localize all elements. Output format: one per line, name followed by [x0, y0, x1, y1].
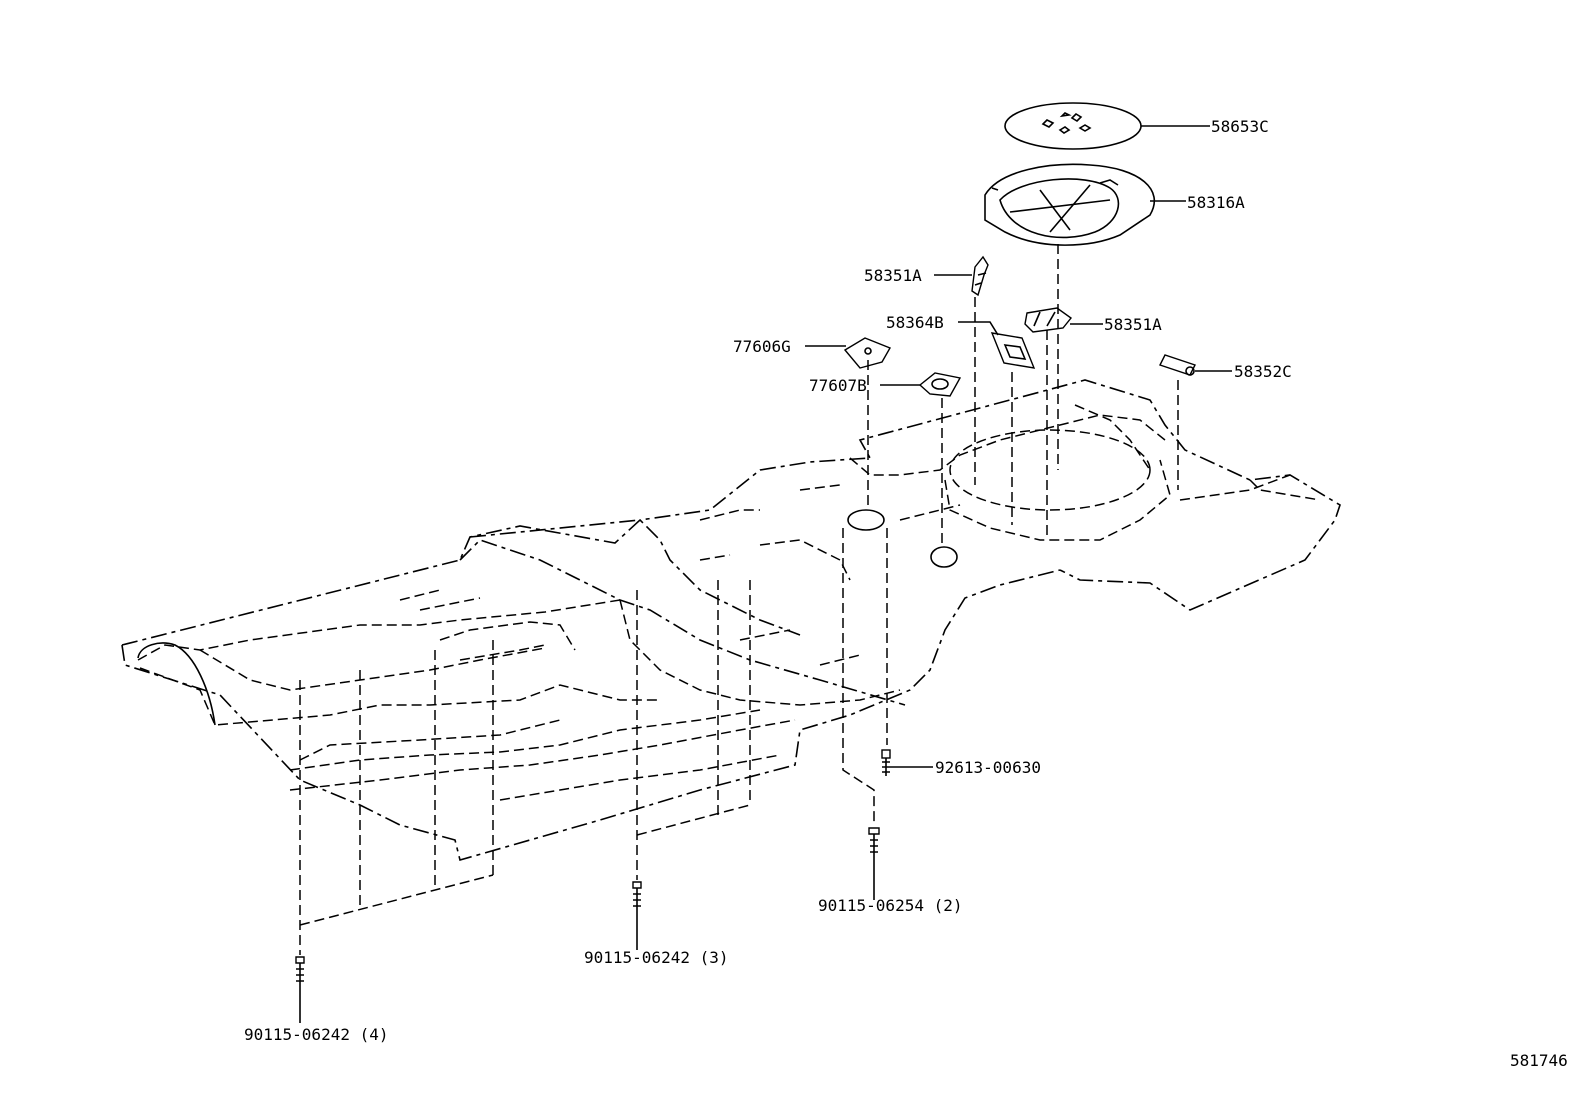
callout-77606g: 77606G — [733, 337, 791, 356]
callout-92613-00630: 92613-00630 — [935, 758, 1041, 777]
callout-58352c: 58352C — [1234, 362, 1292, 381]
callout-58364b: 58364B — [886, 313, 944, 332]
screw-90115-06254 — [868, 827, 880, 858]
callout-77607b: 77607B — [809, 376, 867, 395]
screw-92613 — [881, 749, 891, 776]
plate-77606g — [843, 337, 892, 369]
gasket-77607b — [918, 372, 962, 397]
screw-90115-06242-4 — [295, 956, 305, 985]
callout-90115-06242-3: 90115-06242 (3) — [584, 948, 729, 967]
clip-58352c — [1159, 354, 1196, 376]
leader-lines — [299, 125, 1232, 1023]
spare-wheel-cover-board — [984, 163, 1156, 246]
spare-tire-cover-disc — [1004, 102, 1142, 150]
callout-90115-06254: 90115-06254 (2) — [818, 896, 963, 915]
callout-58351a-left: 58351A — [864, 266, 922, 285]
callout-58316a: 58316A — [1187, 193, 1245, 212]
floor-pan-outline — [121, 379, 1341, 861]
assembly-lines — [299, 244, 1179, 955]
screw-90115-06242-3 — [632, 881, 642, 910]
bracket-58351a-left — [971, 255, 989, 297]
callout-58653c: 58653C — [1211, 117, 1269, 136]
spacer-block-58351a-right — [1024, 307, 1073, 333]
callout-58351a-right: 58351A — [1104, 315, 1162, 334]
bracket-58364b — [990, 332, 1036, 369]
callout-90115-06242-4: 90115-06242 (4) — [244, 1025, 389, 1044]
figure-number: 581746 — [1510, 1051, 1568, 1070]
